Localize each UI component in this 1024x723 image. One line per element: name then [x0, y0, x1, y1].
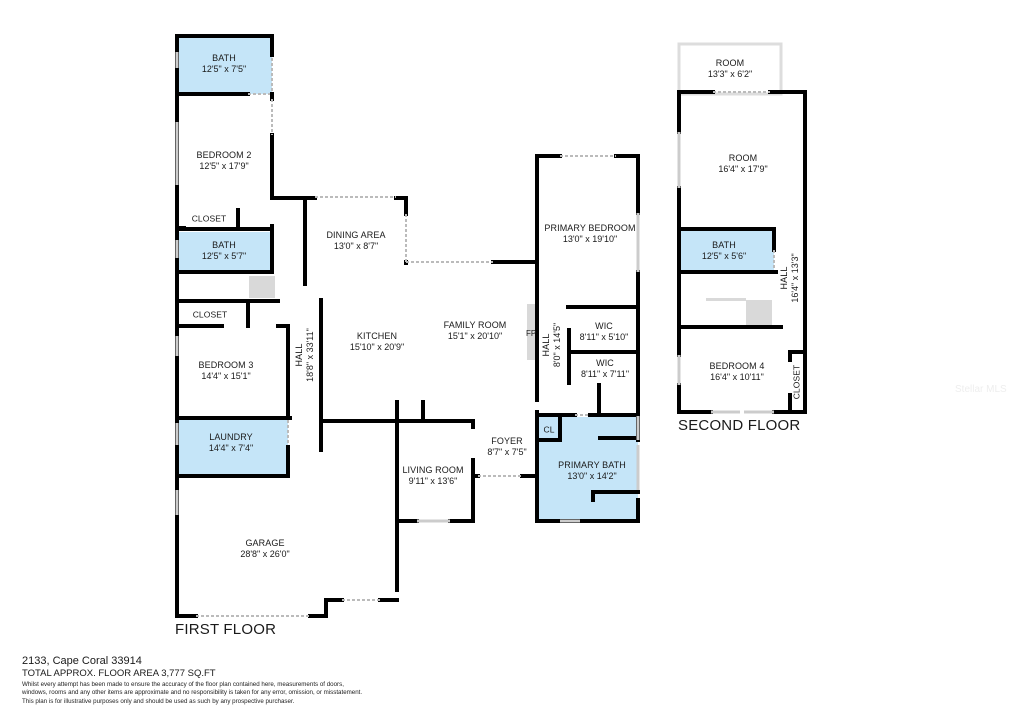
room-name: BATH	[212, 239, 236, 250]
room-name: ROOM	[715, 57, 745, 68]
upper-room-outline	[677, 42, 783, 96]
room-name: KITCHEN	[356, 330, 398, 341]
room-name: CLOSET	[192, 309, 228, 320]
room-dims: 12'5" x 17'9"	[199, 161, 249, 171]
room-dims: 13'0" x 19'10"	[562, 234, 618, 244]
room-name: LAUNDRY	[209, 431, 253, 442]
disclaimer-line: windows, rooms and any other items are a…	[22, 689, 363, 697]
room-name: CLOSET	[791, 364, 802, 400]
room-name: BATH	[712, 239, 736, 250]
room-name: PRIMARY BEDROOM	[544, 222, 636, 233]
room-dims: 8'0" x 14'5"	[552, 322, 562, 368]
room-dims: 13'3" x 6'2"	[707, 69, 753, 79]
stairs	[249, 276, 772, 360]
room-name: HALL	[778, 266, 789, 290]
room-name: FOYER	[491, 435, 523, 446]
room-dims: 15'10" x 20'9"	[349, 342, 405, 352]
room-dims: 18'8" x 33'11"	[305, 328, 315, 382]
room-cl: CL	[543, 425, 554, 436]
door-openings	[196, 58, 775, 617]
room-name: CLOSET	[191, 213, 227, 224]
room-dims: 8'11" x 5'10"	[579, 332, 629, 342]
first-floor-title: FIRST FLOOR	[175, 621, 277, 638]
room-name: WIC	[596, 357, 614, 368]
watermark: Stellar MLS	[955, 384, 1007, 395]
room-name: BEDROOM 4	[709, 360, 765, 371]
address: 2133, Cape Coral 33914	[22, 655, 142, 667]
room-name: FAMILY ROOM	[443, 319, 507, 330]
room-closet-1: CLOSET	[192, 214, 227, 225]
room-name: ROOM	[728, 152, 758, 163]
second-floor-title: SECOND FLOOR	[678, 417, 801, 434]
room-closet-2: CLOSET	[193, 310, 228, 321]
room-name: GARAGE	[245, 537, 285, 548]
room-dims: 15'1" x 20'10"	[447, 331, 503, 341]
room-dims: 16'4" x 13'3"	[790, 253, 800, 303]
room-name: CL	[543, 424, 555, 435]
fireplace-label: FP	[526, 329, 537, 338]
room-name: BEDROOM 3	[198, 359, 254, 370]
room-dims: 16'4" x 10'11"	[710, 372, 764, 382]
room-name: LIVING ROOM	[402, 464, 464, 475]
room-name: PRIMARY BATH	[558, 459, 626, 470]
room-name: DINING AREA	[326, 229, 386, 240]
room-dims: 13'0" x 8'7"	[333, 241, 379, 251]
room-name: HALL	[540, 333, 551, 357]
room-dims: 16'4" x 17'9"	[718, 164, 768, 174]
disclaimer: Whilst every attempt has been made to en…	[22, 681, 362, 706]
room-dims: 28'8" x 26'0"	[240, 549, 290, 559]
room-closet-3: CLOSET	[792, 365, 803, 400]
room-dims: 8'11" x 7'11"	[580, 369, 630, 379]
total-floor-area: TOTAL APPROX. FLOOR AREA 3,777 SQ.FT	[22, 668, 216, 679]
plan-footer: 2133, Cape Coral 33914 TOTAL APPROX. FLO…	[22, 655, 362, 706]
room-name: HALL	[293, 343, 304, 367]
room-dims: 9'11" x 13'6"	[408, 476, 458, 486]
room-dims: 12'5" x 7'5"	[201, 64, 247, 74]
walls	[175, 34, 807, 618]
room-dims: 14'4" x 7'4"	[208, 443, 254, 453]
room-dims: 13'0" x 14'2"	[567, 471, 617, 481]
room-name: BEDROOM 2	[196, 149, 252, 160]
room-name: BATH	[212, 52, 236, 63]
disclaimer-line: Whilst every attempt has been made to en…	[22, 681, 344, 688]
room-dims: 14'4" x 15'1"	[201, 371, 251, 381]
room-dims: 12'5" x 5'6"	[701, 251, 747, 261]
room-name: WIC	[595, 320, 613, 331]
wet-room-fills	[178, 38, 774, 521]
disclaimer-line: This plan is for illustrative purposes o…	[22, 697, 295, 705]
room-dims: 8'7" x 7'5"	[487, 447, 527, 457]
room-dims: 12'5" x 5'7"	[201, 251, 247, 261]
windows	[175, 52, 774, 523]
